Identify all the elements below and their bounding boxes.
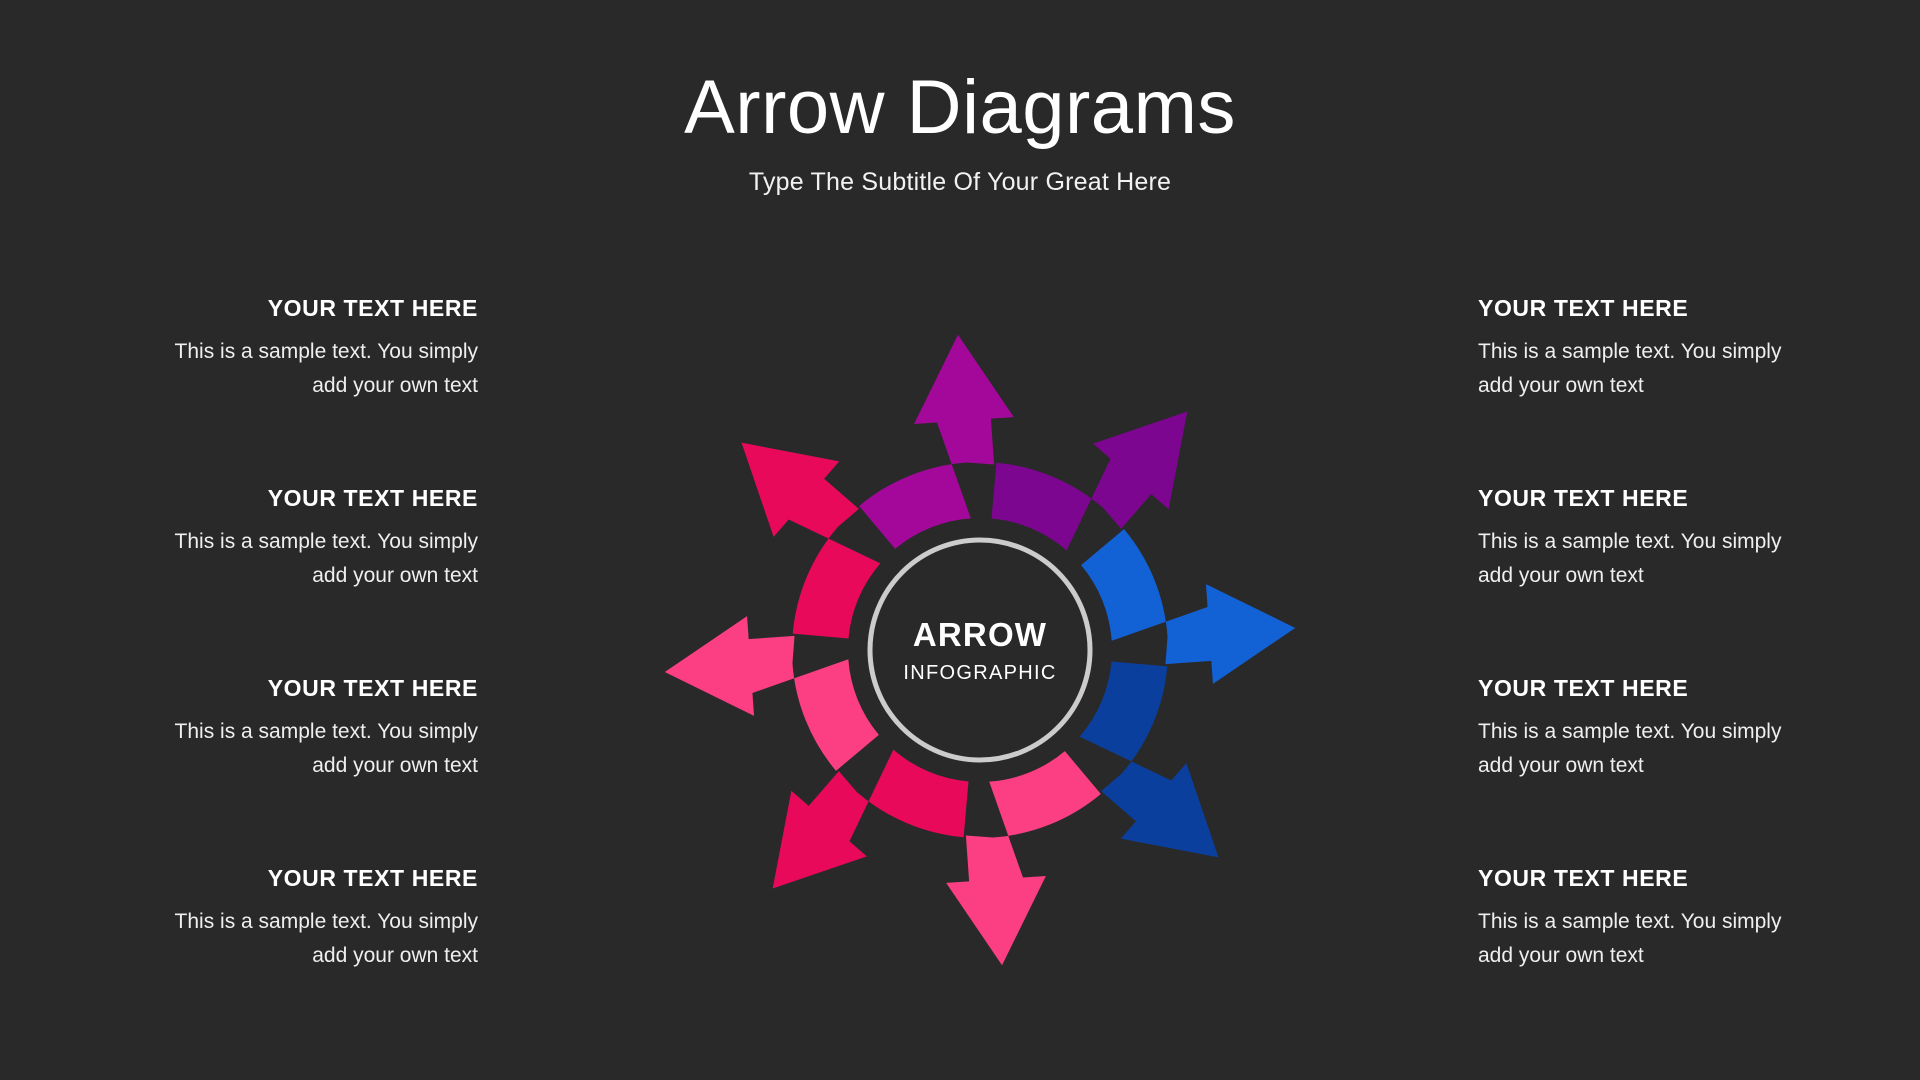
text-block-body: This is a sample text. You simply add yo… bbox=[174, 340, 478, 398]
right-text-column: YOUR TEXT HERE This is a sample text. Yo… bbox=[1478, 295, 1808, 1056]
page-subtitle: Type The Subtitle Of Your Great Here bbox=[748, 167, 1172, 196]
text-block-body: This is a sample text. You simply add yo… bbox=[1478, 720, 1782, 778]
text-block[interactable]: YOUR TEXT HERE This is a sample text. Yo… bbox=[1478, 295, 1808, 486]
text-block-title: YOUR TEXT HERE bbox=[267, 485, 478, 511]
text-block-title: YOUR TEXT HERE bbox=[267, 295, 478, 321]
left-text-column: YOUR TEXT HERE This is a sample text. Yo… bbox=[148, 295, 478, 1056]
text-block-body: This is a sample text. You simply add yo… bbox=[174, 910, 478, 968]
text-block-body: This is a sample text. You simply add yo… bbox=[174, 720, 478, 778]
arrow-navy-bottom-left[interactable] bbox=[1028, 636, 1289, 897]
text-block-body: This is a sample text. You simply add yo… bbox=[1478, 530, 1782, 588]
text-block[interactable]: YOUR TEXT HERE This is a sample text. Yo… bbox=[1478, 485, 1808, 676]
page-title: Arrow Diagrams bbox=[684, 65, 1236, 150]
text-block-title: YOUR TEXT HERE bbox=[1478, 675, 1689, 701]
arrow-pink-left-lower[interactable] bbox=[946, 751, 1101, 966]
arrow-ring-svg bbox=[664, 334, 1296, 966]
text-block-title: YOUR TEXT HERE bbox=[267, 865, 478, 891]
slide-header: Arrow Diagrams Type The Subtitle Of Your… bbox=[0, 0, 1920, 197]
arrow-magenta-right-upper[interactable] bbox=[859, 334, 1014, 549]
text-block-title: YOUR TEXT HERE bbox=[1478, 295, 1689, 321]
center-ring-circle bbox=[867, 537, 1093, 763]
text-block-title: YOUR TEXT HERE bbox=[1478, 865, 1689, 891]
arrow-layer bbox=[664, 334, 1296, 966]
text-block[interactable]: YOUR TEXT HERE This is a sample text. Yo… bbox=[1478, 865, 1808, 1056]
arrow-crimson-left-upper[interactable] bbox=[733, 698, 994, 959]
arrow-ring-diagram: ARROW INFOGRAPHIC bbox=[600, 270, 1360, 1030]
text-block-body: This is a sample text. You simply add yo… bbox=[1478, 340, 1782, 398]
text-block-body: This is a sample text. You simply add yo… bbox=[1478, 910, 1782, 968]
text-block[interactable]: YOUR TEXT HERE This is a sample text. Yo… bbox=[148, 865, 478, 1056]
text-block-body: This is a sample text. You simply add yo… bbox=[174, 530, 478, 588]
text-block[interactable]: YOUR TEXT HERE This is a sample text. Yo… bbox=[148, 485, 478, 676]
arrow-crimson-top-right[interactable] bbox=[672, 403, 933, 664]
arrow-blue-bottom-right[interactable] bbox=[1081, 529, 1296, 684]
text-block-title: YOUR TEXT HERE bbox=[1478, 485, 1689, 511]
text-block[interactable]: YOUR TEXT HERE This is a sample text. Yo… bbox=[148, 675, 478, 866]
text-block[interactable]: YOUR TEXT HERE This is a sample text. Yo… bbox=[148, 295, 478, 486]
arrow-pink-top-left[interactable] bbox=[664, 616, 879, 771]
text-block-title: YOUR TEXT HERE bbox=[267, 675, 478, 701]
arrow-purple-right-lower[interactable] bbox=[966, 342, 1227, 603]
text-block[interactable]: YOUR TEXT HERE This is a sample text. Yo… bbox=[1478, 675, 1808, 866]
